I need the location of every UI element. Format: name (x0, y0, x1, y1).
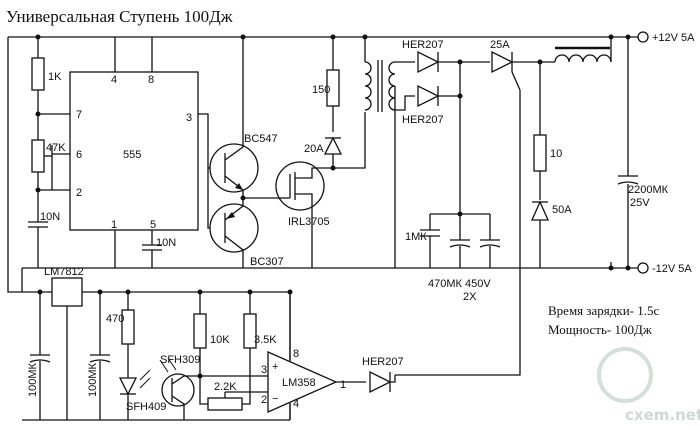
regulator-label: LM7812 (44, 266, 84, 278)
power-note: Мощность- 100Дж (548, 322, 653, 337)
resistor-icon (207, 397, 243, 411)
c-2x-label: 2X (463, 291, 477, 303)
pin-6: 6 (76, 149, 82, 161)
r-10k-label: 10K (210, 334, 230, 346)
transistor-icon (161, 373, 195, 407)
pin-3: 3 (186, 112, 192, 124)
resistor-icon (31, 57, 45, 91)
diagram-title: Универсальная Ступень 100Дж (6, 7, 233, 26)
diode-icon (417, 50, 440, 74)
opamp-pin-3: 3 (261, 364, 267, 376)
minus-terminal-label: -12V 5A (652, 263, 692, 275)
primary-circuit: 150 20A (304, 34, 396, 171)
ic-555-label: 555 (123, 149, 141, 161)
opamp-label: LM358 (282, 377, 316, 389)
c-10n-pin5-label: 10N (156, 237, 176, 249)
transformer-icon (364, 61, 372, 111)
pin-7: 7 (76, 109, 82, 121)
ic-555-body (69, 71, 199, 231)
transistor-icon (275, 161, 325, 211)
charge-time-note: Время зарядки- 1.5с (548, 303, 659, 318)
plus-terminal-label: +12V 5A (652, 32, 695, 44)
r-47k-label: 47K (46, 142, 66, 154)
r-10-label: 10 (550, 148, 562, 160)
d-her207-out-label: HER207 (362, 356, 404, 368)
d-50a-label: 50A (552, 204, 572, 216)
r-3-5k-label: 3.5K (254, 334, 277, 346)
d-20a-label: 20A (304, 143, 324, 155)
pin-5: 5 (150, 219, 156, 231)
resistor-icon (193, 313, 207, 349)
pin-1: 1 (111, 219, 117, 231)
d-25a-label: 25A (490, 39, 510, 51)
c-470mk-label: 470МК 450V (428, 278, 491, 290)
rails: +12V 5A -12V 5A (7, 31, 695, 293)
pin-2: 2 (76, 187, 82, 199)
d-her207-top-label: HER207 (402, 39, 444, 51)
mosfet-label: IRL3705 (288, 216, 330, 228)
diode-icon (530, 200, 550, 221)
r-470-label: 470 (106, 313, 124, 325)
minus-terminal-icon (637, 262, 649, 274)
r-2-2k-label: 2.2K (214, 381, 237, 393)
opamp-pin-2: 2 (261, 394, 267, 406)
driver-stage: BC547 BC307 (198, 34, 284, 268)
diode-icon (323, 136, 343, 155)
pin-8: 8 (148, 74, 154, 86)
r-150-label: 150 (312, 84, 330, 96)
diode-icon (491, 50, 514, 74)
c-10n-timing-label: 10N (40, 211, 60, 223)
inductor-icon (554, 54, 612, 63)
opamp-pin-4: 4 (293, 398, 299, 410)
pin-4: 4 (111, 74, 117, 86)
resistor-icon (31, 139, 45, 173)
transistor-icon (209, 143, 259, 193)
opamp-pin-8: 8 (293, 348, 299, 360)
plus-terminal-icon (637, 31, 649, 43)
npn-label: BC547 (244, 133, 278, 145)
c-2200mk-label: 2200МК (628, 184, 669, 196)
timing-network: 1K 47K 10N (28, 34, 70, 268)
opamp-plus: + (272, 361, 278, 373)
c-100mk-b-label: 100МК (87, 362, 99, 397)
opamp-body (267, 351, 338, 413)
c-25v-label: 25V (630, 197, 650, 209)
watermark: cxem.net (597, 347, 700, 424)
pnp-label: BC307 (250, 256, 284, 268)
d-her207-mid-label: HER207 (402, 114, 444, 126)
diode-icon (369, 370, 392, 394)
control-circuit: LM7812 100МК 100МК 470 SFH409 (21, 266, 404, 421)
c-1mk-label: 1МК (405, 231, 427, 243)
diode-icon (417, 84, 440, 108)
opamp-pin-1: 1 (340, 379, 346, 391)
transistor-icon (209, 203, 259, 253)
mosfet-stage: IRL3705 (275, 161, 333, 268)
resistor-icon (533, 134, 547, 172)
c-100mk-a-label: 100МК (27, 362, 39, 397)
photo-label: SFH309 (160, 354, 200, 366)
opamp-minus: − (272, 393, 278, 405)
diode-icon (118, 377, 138, 396)
watermark-logo-icon (597, 347, 653, 403)
r-1k-label: 1K (48, 71, 62, 83)
watermark-text: cxem.net (625, 406, 700, 424)
timer-555: 555 4 8 7 6 2 3 1 5 10N (69, 37, 199, 268)
led-label: SFH409 (126, 401, 166, 413)
secondary-circuit: HER207 HER207 1МК 470МК 450V 2X 25A (394, 34, 669, 376)
regulator-body (51, 277, 83, 307)
